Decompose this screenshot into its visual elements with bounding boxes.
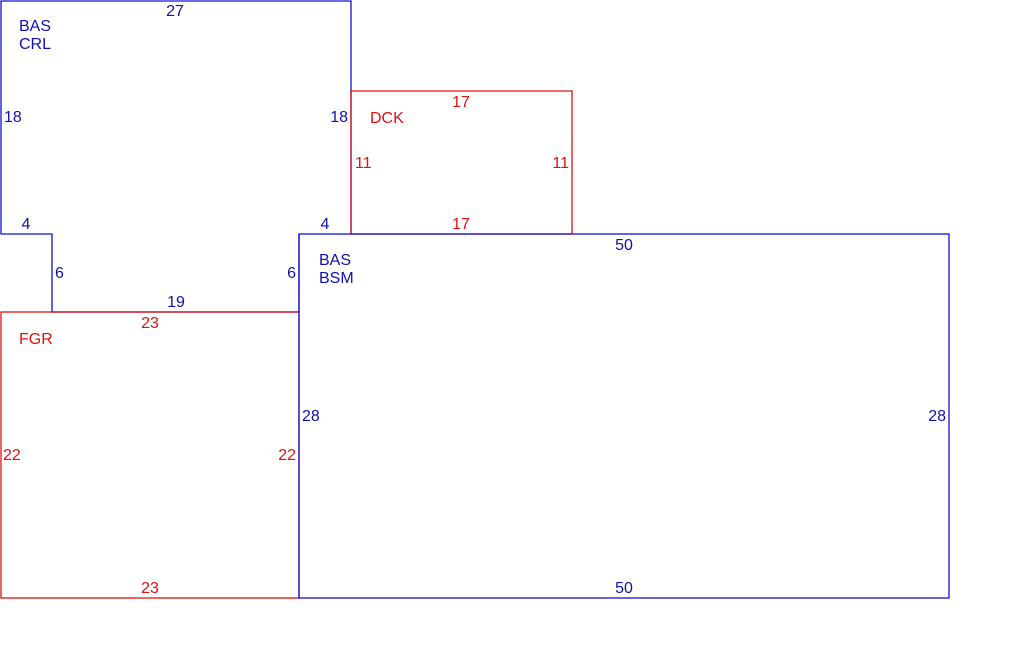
deck-dim-top: 17 bbox=[452, 94, 470, 111]
garage-code: FGR bbox=[19, 331, 53, 348]
deck-dim-bottom: 17 bbox=[452, 216, 470, 233]
deck-code: DCK bbox=[370, 110, 404, 127]
crawl-dim-notch-left: 4 bbox=[22, 216, 31, 233]
crawl-dim-left: 18 bbox=[4, 109, 22, 126]
basement-dim-top: 50 bbox=[615, 237, 633, 254]
garage-dim-left: 22 bbox=[3, 447, 21, 464]
basement-dim-left: 28 bbox=[302, 408, 320, 425]
crawl-dim-step-right: 6 bbox=[287, 265, 296, 282]
basement-code-2: BSM bbox=[319, 270, 354, 287]
basement-code-1: BAS bbox=[319, 252, 351, 269]
crawl-dim-top: 27 bbox=[166, 3, 184, 20]
basement-dim-right: 28 bbox=[928, 408, 946, 425]
deck-dim-left: 11 bbox=[355, 155, 372, 172]
basement-dim-bottom: 50 bbox=[615, 580, 633, 597]
deck-dim-right: 11 bbox=[552, 155, 569, 172]
crawl-dim-notch-right: 4 bbox=[321, 216, 330, 233]
crawl-code-2: CRL bbox=[19, 36, 51, 53]
crawl-dim-right: 18 bbox=[330, 109, 348, 126]
crawl-dim-step-left: 6 bbox=[55, 265, 64, 282]
garage-outline bbox=[0, 311, 300, 599]
crawl-dim-bottom: 19 bbox=[167, 294, 185, 311]
crawl-code-1: BAS bbox=[19, 18, 51, 35]
garage-dim-right: 22 bbox=[278, 447, 296, 464]
basement-outline bbox=[298, 233, 950, 599]
garage-dim-bottom: 23 bbox=[141, 580, 159, 597]
garage-dim-top: 23 bbox=[141, 315, 159, 332]
